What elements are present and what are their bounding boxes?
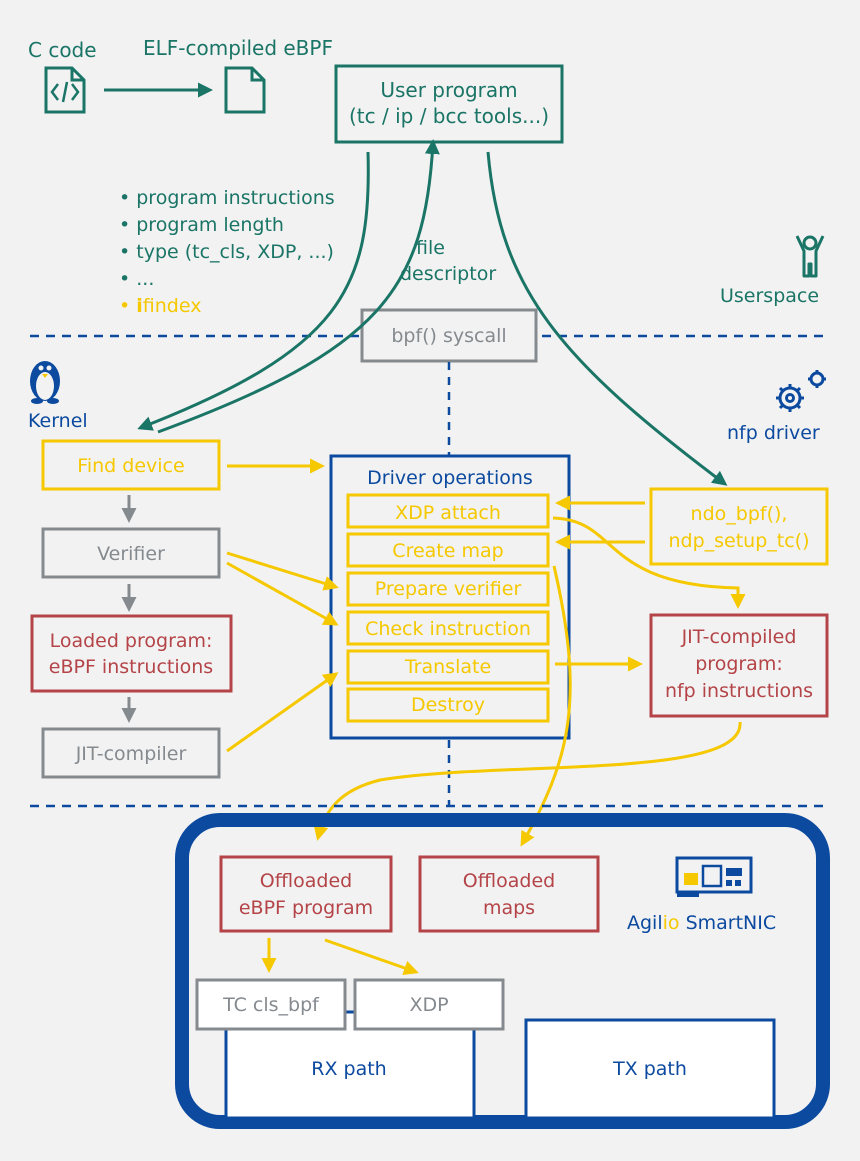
- op-xdp-attach-box: [346, 493, 550, 529]
- offloaded-maps-line2: maps: [483, 897, 535, 919]
- op-create-map: Create map: [392, 540, 503, 562]
- offloaded-program-line1: Offloaded: [260, 870, 352, 892]
- ndo-bpf-line2: ndp_setup_tc(): [668, 530, 809, 552]
- file-descriptor-line1: file: [416, 237, 445, 259]
- op-translate: Translate: [404, 656, 491, 678]
- tx-path-label: TX path: [612, 1058, 687, 1080]
- tc-cls-bpf-box: [195, 978, 347, 1031]
- loaded-program-box: [30, 614, 233, 693]
- c-code-file-icon: [44, 66, 86, 114]
- driver-operations-list: XDP attach Create map Prepare verifier C…: [346, 493, 550, 723]
- kernel-label: Kernel: [28, 410, 88, 432]
- op-create-map-box: [346, 532, 550, 568]
- syscall-to-find-device-arrow: [137, 151, 370, 431]
- syscall-item-3: • ...: [119, 268, 154, 290]
- create-map-to-offloaded-maps-arrow: [520, 565, 572, 847]
- userspace-person-icon: [795, 235, 825, 278]
- jit-compiled-program-box: [649, 613, 829, 718]
- op-translate-box: [346, 649, 550, 685]
- verifier-label: Verifier: [97, 543, 165, 565]
- tx-path-box: [524, 1018, 776, 1120]
- syscall-attribute-list: • program instructions • program length …: [119, 187, 335, 317]
- op-prepare-verifier: Prepare verifier: [375, 578, 522, 600]
- user-program-title: User program: [380, 78, 517, 102]
- offloaded-to-xdp-arrow: [324, 938, 419, 976]
- smartnic-brand: Agilio SmartNIC: [627, 912, 776, 934]
- op-check-instruction-box: [346, 610, 550, 646]
- file-descriptor-arrow: [157, 139, 440, 434]
- elf-label: ELF-compiled eBPF: [143, 36, 333, 60]
- verifier-to-prepare-arrow: [226, 551, 339, 591]
- syscall-item-2: • type (tc_cls, XDP, ...): [119, 241, 334, 263]
- loaded-program-subtitle: eBPF instructions: [49, 656, 213, 678]
- rx-path-label: RX path: [311, 1058, 386, 1080]
- syscall-item-1: • program length: [119, 214, 284, 236]
- user-program-subtitle: (tc / ip / bcc tools...): [349, 104, 549, 128]
- syscall-item-0: • program instructions: [119, 187, 335, 209]
- jit-compiled-line2: program:: [695, 653, 783, 675]
- jit-compiler-box: [41, 727, 221, 779]
- jit-compiler-label: JIT-compiler: [75, 743, 187, 765]
- op-prepare-verifier-box: [346, 571, 550, 607]
- user-program-box: [334, 64, 564, 144]
- ndo-bpf-line1: ndo_bpf(),: [691, 503, 788, 525]
- elf-file-icon: [224, 66, 266, 114]
- offloaded-program-box: [219, 855, 393, 933]
- find-device-label: Find device: [77, 455, 184, 477]
- jit-compiler-to-translate-arrow: [226, 672, 339, 753]
- xdp-box: [353, 978, 505, 1031]
- syscall-to-ndo-bpf-arrow: [486, 151, 728, 486]
- driver-operations-title: Driver operations: [367, 467, 533, 489]
- find-device-box: [41, 439, 221, 491]
- jit-to-offloaded-program-arrow: [313, 721, 742, 841]
- nic-card-icon: [675, 856, 753, 897]
- offloaded-maps-box: [418, 855, 600, 933]
- op-xdp-attach: XDP attach: [395, 502, 501, 524]
- verifier-to-check-arrow: [226, 561, 339, 626]
- syscall-item-ifindex: • ifindex: [119, 295, 201, 317]
- userspace-label: Userspace: [720, 285, 819, 307]
- smartnic-container: [175, 813, 830, 1129]
- ndo-bpf-box: [649, 487, 829, 566]
- verifier-box: [41, 527, 221, 579]
- file-descriptor-line2: descriptor: [400, 263, 496, 285]
- bpf-syscall-box: [360, 308, 538, 363]
- xdp-label: XDP: [409, 994, 448, 1016]
- offloaded-program-line2: eBPF program: [239, 897, 373, 919]
- driver-operations-box: [329, 454, 571, 740]
- op-check-instruction: Check instruction: [365, 618, 531, 640]
- jit-compiled-line3: nfp instructions: [665, 680, 813, 702]
- c-code-label: C code: [28, 38, 97, 62]
- linux-tux-icon: [30, 361, 60, 404]
- nfp-driver-label: nfp driver: [727, 422, 820, 444]
- xdp-attach-to-jit-arrow: [552, 516, 746, 609]
- jit-compiled-line1: JIT-compiled: [681, 626, 797, 648]
- bpf-syscall-label: bpf() syscall: [391, 325, 506, 347]
- offloaded-maps-line1: Offloaded: [463, 870, 555, 892]
- gears-icon: [776, 370, 826, 412]
- op-destroy: Destroy: [411, 694, 485, 716]
- op-destroy-box: [346, 687, 550, 723]
- loaded-program-title: Loaded program:: [50, 630, 213, 652]
- tc-cls-bpf-label: TC cls_bpf: [222, 994, 320, 1016]
